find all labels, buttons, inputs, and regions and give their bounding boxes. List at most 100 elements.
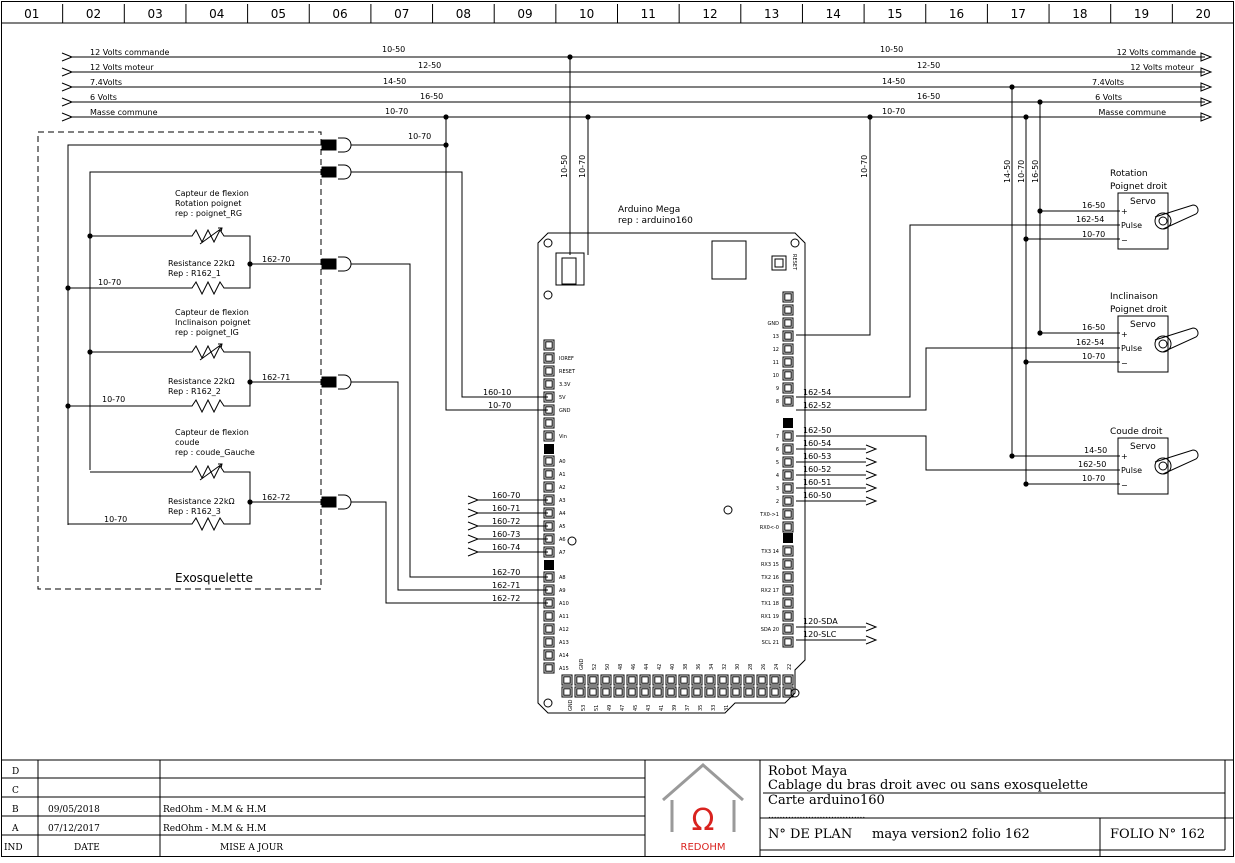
sensor-label: Capteur de flexion (175, 189, 249, 198)
pin-label: 10 (773, 373, 779, 379)
wire-label: 160-73 (492, 530, 520, 539)
header-pin (704, 686, 716, 698)
pin-label: 53 (581, 705, 587, 711)
servo-labels: Rotation Poignet droit Servo + Pulse − 1… (1003, 160, 1168, 490)
rail-left-label: 6 Volts (90, 93, 117, 102)
reset-label: RESET (791, 254, 797, 271)
wire-label: 10-70 (408, 132, 431, 141)
header-pin (543, 533, 555, 545)
pin-label: A5 (559, 524, 566, 530)
wire-label: 160-54 (803, 439, 831, 448)
header-pin (693, 676, 701, 684)
header-pin (600, 674, 612, 686)
header-pin (743, 674, 755, 686)
header-pin (782, 597, 794, 609)
pin-label: 44 (644, 664, 650, 670)
header-pin (545, 457, 553, 465)
header-pin (545, 470, 553, 478)
pin-label: 43 (646, 705, 652, 711)
header-pin (543, 520, 555, 532)
header-pin (693, 688, 701, 696)
header-pin (628, 688, 636, 696)
header-pin (784, 397, 792, 405)
header-pin (561, 686, 573, 698)
header-pin (613, 674, 625, 686)
header-pin (769, 674, 781, 686)
wire-label: 10-70 (860, 155, 869, 178)
header-key (783, 533, 793, 543)
servo-minus: − (1121, 359, 1128, 368)
wire-label: 162-52 (803, 401, 831, 410)
folio-number: FOLIO N° 162 (1110, 827, 1205, 842)
header-pin (784, 560, 792, 568)
header-pin (782, 674, 794, 686)
servo-wiring (796, 87, 1120, 645)
header-pin (545, 586, 553, 594)
wire-label: 162-70 (262, 255, 290, 264)
header-pin (782, 291, 794, 303)
junction-dot (247, 379, 253, 385)
rail-wire-label: 10-70 (385, 107, 408, 116)
resistor-label: Rep : R162_2 (168, 387, 221, 396)
header-pin (719, 676, 727, 684)
pin-label: A8 (559, 575, 566, 581)
pin-label: 35 (698, 705, 704, 711)
servo-box-label: Servo (1130, 442, 1156, 452)
pin-label: 2 (776, 499, 779, 505)
pin-label: 8 (776, 399, 779, 405)
header-pin (576, 688, 584, 696)
pin-label: 22 (787, 664, 793, 670)
pin-label: GND (559, 408, 571, 414)
pin-label: A12 (559, 627, 569, 633)
header-pin (563, 688, 571, 696)
header-pin (784, 358, 792, 366)
header-pin (545, 367, 553, 375)
servo-boxes (1117, 192, 1199, 495)
pin-label: 33 (711, 705, 717, 711)
rev-header-date: DATE (74, 843, 100, 853)
column-label: 16 (949, 7, 964, 21)
column-label: 12 (702, 7, 717, 21)
supply-rails (61, 52, 1213, 122)
header-pin (717, 674, 729, 686)
header-pin (706, 676, 714, 684)
header-pin (784, 599, 792, 607)
pin-label: SCL 21 (762, 640, 779, 646)
exo-labels: Exosquelette 10-70 Capteur de flexion Ro… (98, 132, 431, 585)
wire-label: 10-70 (98, 278, 121, 287)
title-line-2: Cablage du bras droit avec ou sans exosq… (768, 778, 1088, 793)
resistor-label: Resistance 22kΩ (168, 497, 235, 506)
header-pin (784, 306, 792, 314)
header-pin (784, 625, 792, 633)
wire-label: 160-71 (492, 504, 520, 513)
junction-dot (1009, 84, 1015, 90)
pin-label: 45 (633, 705, 639, 711)
header-pin (543, 636, 555, 648)
rev-ind: B (12, 805, 19, 815)
header-pin (602, 676, 610, 684)
title-dots: .................................. (768, 811, 865, 821)
rev-ind: D (12, 767, 19, 777)
pin-label: A11 (559, 614, 569, 620)
rail-wire-label: 14-50 (882, 77, 905, 86)
header-pin (784, 471, 792, 479)
header-pin (574, 674, 586, 686)
header-pin (654, 676, 662, 684)
header-pin (641, 688, 649, 696)
header-pin (784, 293, 792, 301)
header-pin (545, 419, 553, 427)
header-pin (704, 674, 716, 686)
header-pin (641, 676, 649, 684)
header-pin (784, 319, 792, 327)
pin-label: GND (568, 699, 574, 711)
rail-left-label: 7.4Volts (90, 78, 122, 87)
junction-dot (1023, 481, 1029, 487)
servo-box-label: Servo (1130, 320, 1156, 330)
pin-label: Vin (559, 434, 567, 440)
resistor-label: Rep : R162_3 (168, 507, 221, 516)
arduino-board (537, 232, 806, 714)
pin-label: GND (768, 321, 780, 327)
column-label: 01 (24, 7, 39, 21)
header-pin (543, 468, 555, 480)
pin-label: 31 (724, 705, 730, 711)
